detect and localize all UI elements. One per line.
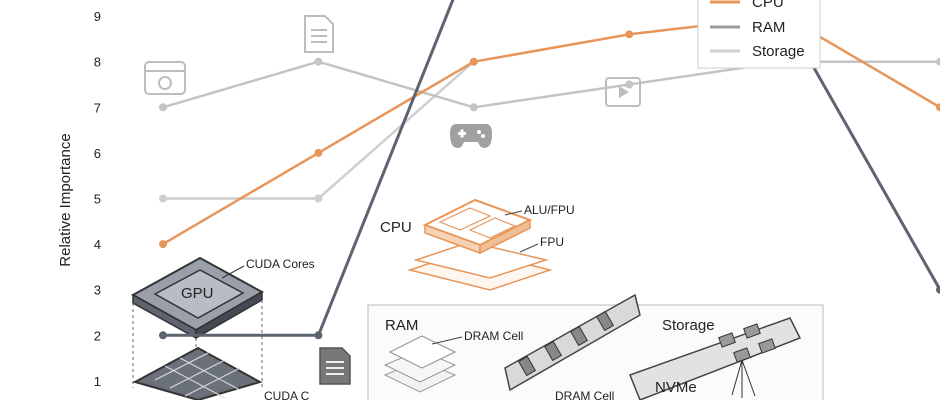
data-point [159,194,167,203]
y-tick-label: 6 [94,146,101,161]
storage-label: Storage [662,317,715,334]
ram-cell-label: DRAM Cell [464,329,523,343]
document-icon [304,15,334,53]
y-tick-label: 7 [94,100,101,115]
data-point [159,103,167,112]
y-tick-label: 1 [94,374,101,389]
data-point [936,285,940,294]
data-point [314,331,323,340]
y-tick-label: 8 [94,55,101,70]
data-point [159,331,167,340]
cpu-illustration: CPU ALU/FPU FPU [380,198,575,291]
document-icon [319,347,351,385]
data-point [625,80,634,89]
y-tick-label: 2 [94,328,101,343]
legend-ram: RAM [752,19,785,36]
series-line-extra [163,60,475,200]
cpu-fpu-label: FPU [540,235,564,249]
y-tick-label: 5 [94,192,101,207]
data-point [936,57,940,66]
legend: CPU RAM Storage [697,0,821,69]
data-point [314,57,323,66]
y-ticks: 1 2 3 4 5 6 7 8 9 [94,9,101,389]
nvme-label: NVMe [655,379,697,396]
legend-storage: Storage [752,43,805,60]
data-point [936,103,940,112]
y-tick-label: 4 [94,237,101,252]
data-point [314,148,323,157]
data-point [625,30,634,39]
data-point [159,240,167,249]
ram-label: RAM [385,317,418,334]
browser-icon [144,61,186,95]
data-point [469,103,478,112]
cpu-label: CPU [380,219,412,236]
gamepad-icon [450,124,492,148]
gpu-illustration: GPU CUDA Cores CUDA C [130,256,315,400]
gpu-label: GPU [181,285,214,302]
memory-storage-panel: RAM Storage DRAM Cell DRAM Cell NVMe [367,293,824,400]
y-axis-label: Relative Importance [57,133,74,266]
series-line-ram [163,0,940,337]
series-layer [159,0,940,340]
video-icon [605,77,641,107]
y-tick-label: 9 [94,9,101,24]
legend-cpu: CPU [752,0,784,11]
gpu-bottom-label: CUDA C [264,389,310,400]
cpu-alu-label: ALU/FPU [524,203,575,217]
data-point [469,57,478,66]
data-point [314,194,323,203]
y-tick-label: 3 [94,283,101,298]
gpu-cores-label: CUDA Cores [246,257,315,271]
ram-cell-label-2: DRAM Cell [555,389,614,400]
